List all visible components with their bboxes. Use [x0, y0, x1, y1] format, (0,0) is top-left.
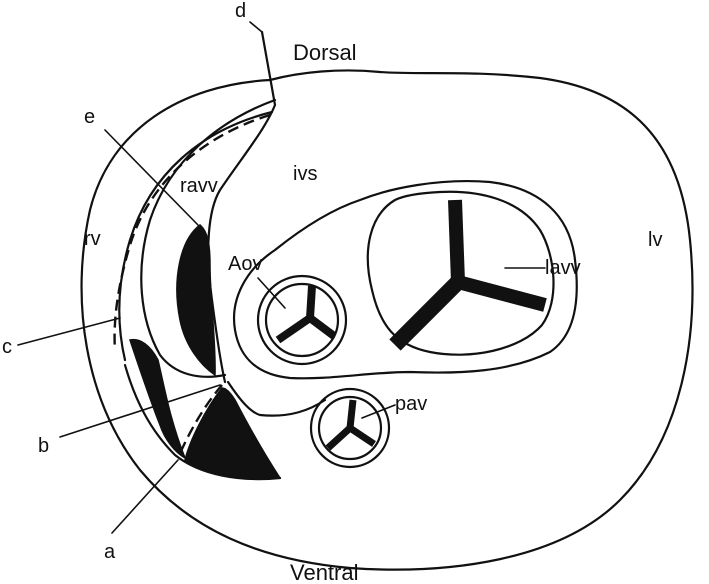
leader-b [59, 384, 221, 438]
marker-b-label: b [38, 435, 49, 457]
central-outflow-outline [233, 180, 578, 380]
ravv-chamber [140, 98, 277, 378]
leader-d [249, 21, 263, 33]
rv-inner-wall [118, 110, 274, 362]
pav-connecting-wall [226, 380, 327, 417]
aov-leaflets [275, 285, 337, 344]
dorsal-label: Dorsal [293, 40, 357, 65]
lavv-annulus [366, 190, 555, 356]
marker-d-label: d [235, 0, 246, 22]
ivs-wall [207, 30, 277, 384]
ravv-muscle-band [176, 224, 216, 377]
pav-label: pav [395, 393, 427, 415]
leader-c [17, 317, 121, 346]
ventral-label: Ventral [290, 560, 359, 584]
marker-a-label: a [104, 541, 116, 563]
marker-e-label: e [84, 106, 95, 128]
aov-annulus [256, 274, 348, 366]
outer-heart-outline [80, 69, 694, 571]
ravv-label: ravv [180, 175, 218, 197]
aov-label: Aov [228, 253, 262, 275]
aov-valve-ring [264, 282, 340, 358]
pav-annulus [309, 387, 391, 469]
lavv-label: lavv [545, 257, 581, 279]
pav-valve-ring [317, 395, 383, 461]
lv-label: lv [648, 229, 662, 251]
lower-center-muscle [184, 387, 282, 480]
leader-e [104, 129, 199, 226]
leader-a [111, 459, 179, 534]
leader-aov [257, 277, 286, 309]
leader-pav [361, 404, 396, 419]
marker-c-label: c [2, 336, 12, 358]
rv-label: rv [84, 228, 101, 250]
lower-dashed-line [176, 384, 223, 459]
ivs-label: ivs [293, 163, 317, 185]
lavv-leaflets [389, 199, 547, 351]
rv-dashed-line [113, 113, 271, 351]
pav-leaflets [325, 399, 376, 451]
